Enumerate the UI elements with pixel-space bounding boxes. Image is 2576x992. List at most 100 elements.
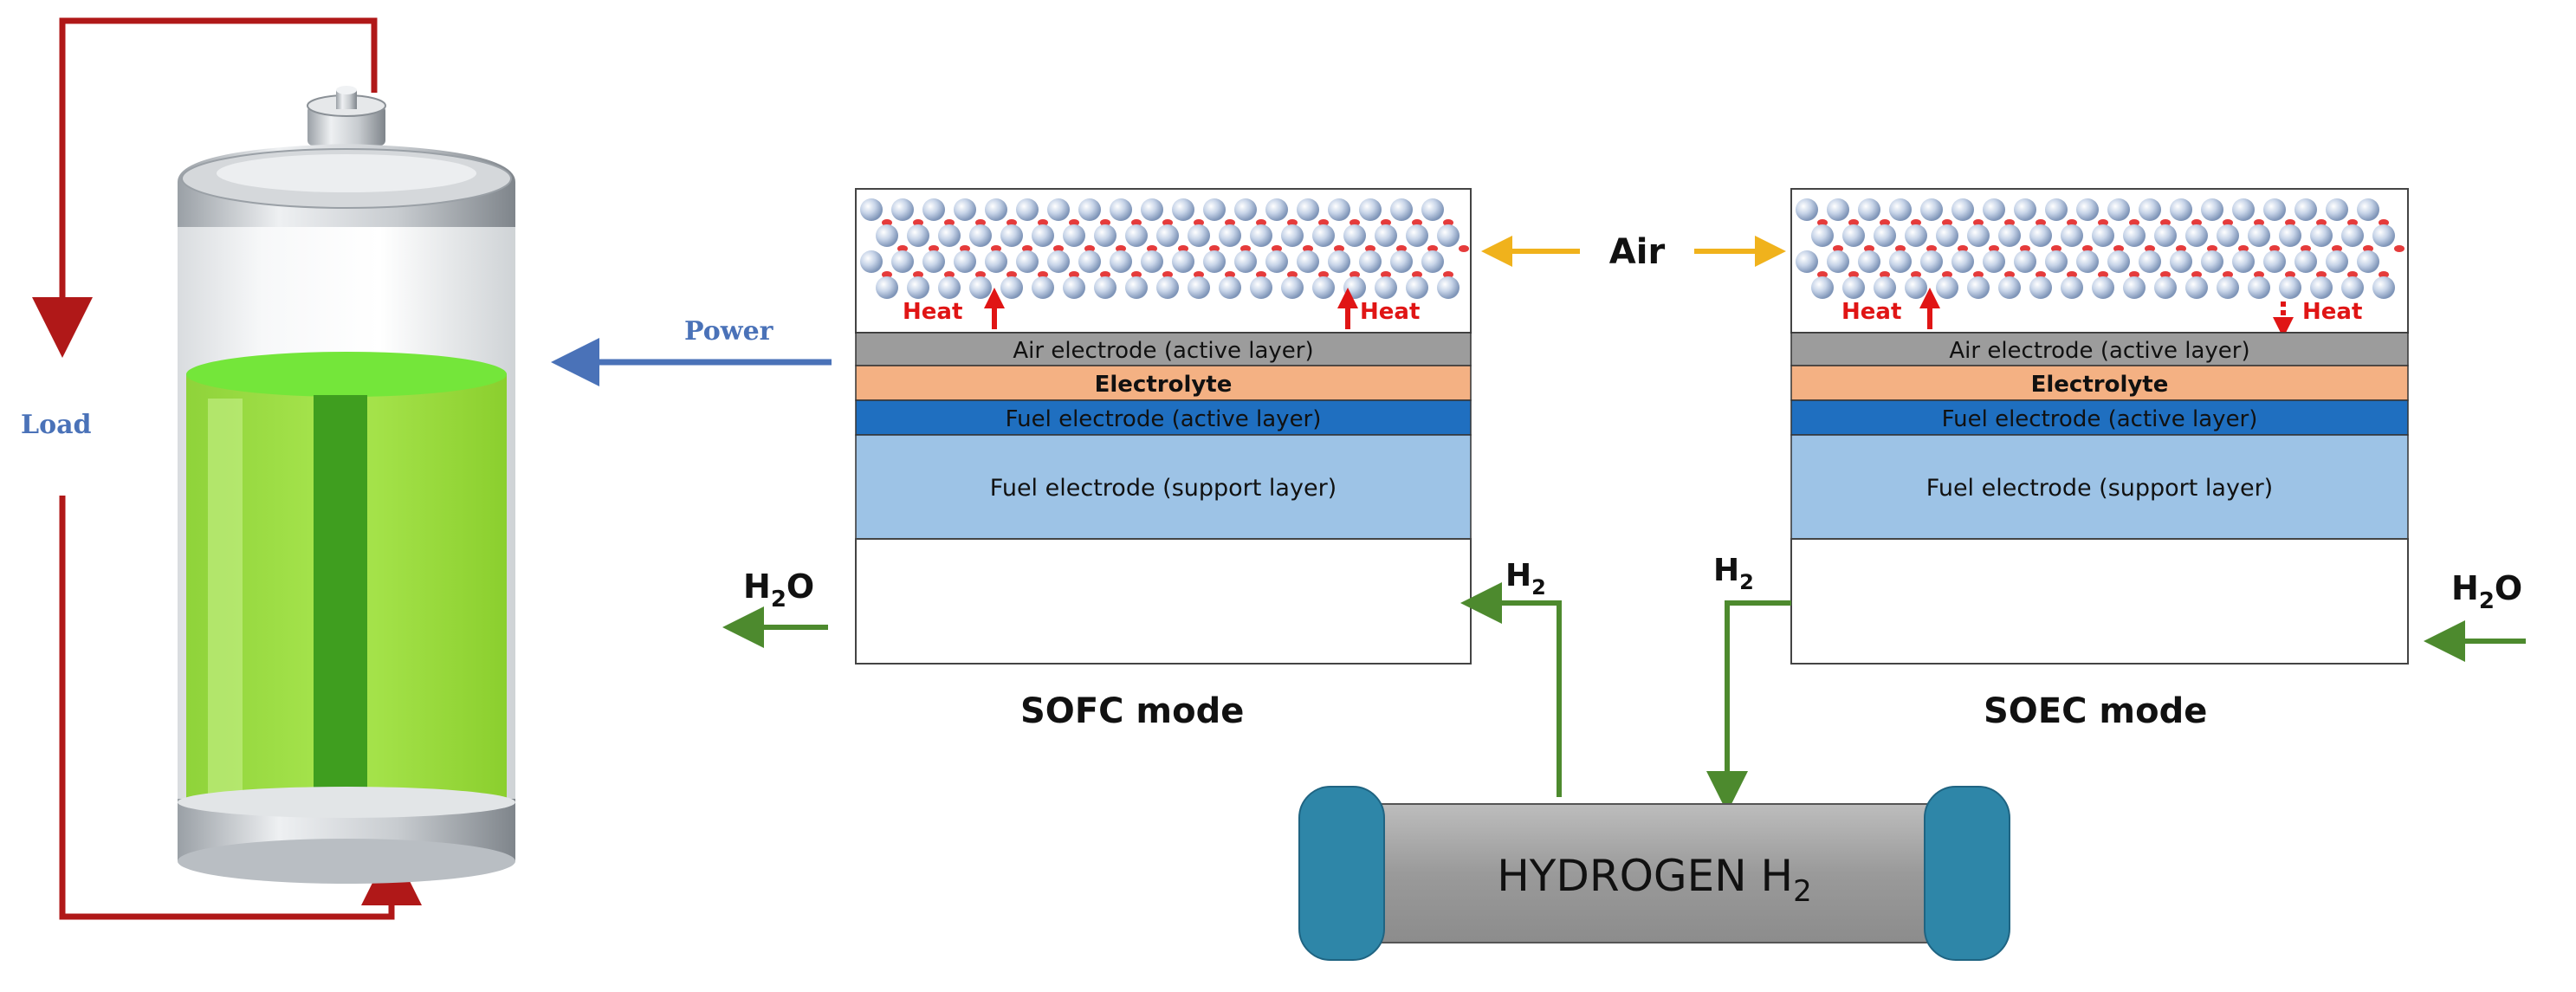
lattice-ion [1973,219,1984,226]
lattice-ball [1983,198,2005,221]
power-label: Power [684,316,774,347]
lattice-ion [1427,245,1438,252]
lattice-ion [1895,245,1906,252]
lattice-ion [2067,219,2077,226]
lattice-ball [1889,250,1912,273]
lattice-ion [882,219,892,226]
lattice-ball [2372,276,2395,299]
lattice-ball [1188,276,1210,299]
load-wire-top [32,17,378,358]
lattice-ball [1421,250,1444,273]
lattice-ball [1110,250,1132,273]
soec-fuel-active-label: Fuel electrode (active layer) [1942,406,2258,432]
lattice-ion [1287,271,1298,278]
soec-mode-label: SOEC mode [1984,691,2207,731]
lattice-ion [1817,219,1828,226]
lattice-ion [1880,219,1890,226]
lattice-ion [1162,219,1173,226]
lattice-ball [954,198,976,221]
lattice-ball [1406,276,1428,299]
lattice-ball [1094,276,1116,299]
lattice-ball [1375,224,1397,247]
lattice-ball [2326,198,2348,221]
lattice-ball [1312,276,1335,299]
lattice-ball [1421,198,1444,221]
lattice-ball [2107,250,2130,273]
lattice-ball [2045,250,2068,273]
lattice-ion [2145,245,2155,252]
lattice-ion [1381,271,1391,278]
lattice-ion [2098,219,2108,226]
lattice-ion [2176,245,2186,252]
lattice-ion [1209,245,1220,252]
soec-air-electrode [1790,332,2409,366]
lattice-ball [1359,198,1382,221]
sofc-fuel-chamber [855,538,1472,665]
lattice-ball [876,224,898,247]
lattice-ball [2092,224,2114,247]
sofc-fuel-support [855,434,1472,540]
lattice-ball [2326,250,2348,273]
lattice-ion [2223,271,2233,278]
lattice-ion [1911,271,1921,278]
lattice-ball [1796,198,1818,221]
lattice-ball [1390,198,1413,221]
lattice-ion [1459,245,1469,252]
lattice-ball [2092,276,2114,299]
lattice-ball [1297,198,1319,221]
lattice-ion [2269,245,2280,252]
lattice-ion [2160,219,2171,226]
lattice-ion [2394,245,2404,252]
lattice-ball [1172,198,1194,221]
lattice-ion [2129,219,2139,226]
lattice-ball [1172,250,1194,273]
lattice-ball [1920,250,1943,273]
lattice-ball [2279,276,2301,299]
lattice-ball [2014,250,2036,273]
lattice-ball [2248,224,2270,247]
lattice-ion [1256,271,1266,278]
lattice-ball [2357,250,2379,273]
sofc-air-electrode [855,332,1472,366]
lattice-ball [907,276,929,299]
lattice-ball [1000,224,1023,247]
lattice-ball [2014,198,2036,221]
lattice-ion [2082,245,2093,252]
lattice-ball [1078,198,1101,221]
lattice-ion [991,245,1001,252]
lattice-ball [1156,276,1179,299]
lattice-ball [1219,276,1241,299]
load-wire-bottom [59,496,422,920]
lattice-ion [2363,245,2373,252]
lattice-ball [1063,276,1085,299]
tank-label: HYDROGEN H2 [1497,851,1812,909]
soec-to-tank-line [1706,600,1791,813]
lattice-ion [944,219,955,226]
lattice-ion [1926,245,1937,252]
lattice-ball [1156,224,1179,247]
soec-cell: Heat Heat Air electrode (active layer) E… [1713,188,2526,731]
lattice-ball [2372,224,2395,247]
lattice-ion [2129,271,2139,278]
lattice-ball [1125,224,1148,247]
lattice-ion [1381,219,1391,226]
sofc-particle-lattice [860,198,1469,299]
tank-cap-right [1924,786,2010,961]
lattice-ion [2020,245,2030,252]
lattice-ball [1250,224,1272,247]
lattice-ion [1038,271,1048,278]
lattice-ion [1084,245,1095,252]
lattice-ball [1874,224,1896,247]
lattice-ball [1328,250,1350,273]
lattice-ball [1250,276,1272,299]
lattice-ion [1443,271,1453,278]
lattice-ion [1194,271,1204,278]
lattice-ball [2357,198,2379,221]
lattice-ball [1858,198,1880,221]
lattice-ball [2201,198,2223,221]
lattice-ion [2301,245,2311,252]
lattice-ball [1375,276,1397,299]
lattice-ball [1936,224,1958,247]
lattice-ball [1874,276,1896,299]
lattice-ion [2051,245,2061,252]
